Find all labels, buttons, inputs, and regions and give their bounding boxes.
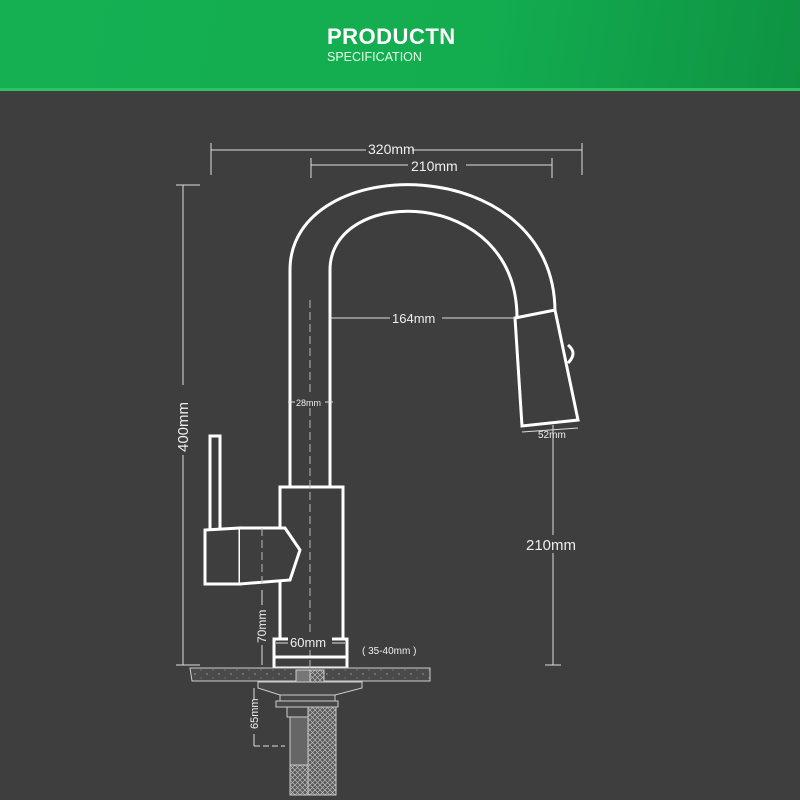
spout-inner: [328, 209, 519, 487]
spray-button: [566, 343, 575, 365]
faucet-body: [278, 485, 345, 641]
handle-body: [203, 526, 242, 586]
dim-hole-size: ( 35-40mm ): [362, 646, 416, 657]
handle-connector: [239, 526, 302, 586]
dim-total-height: 400mm: [175, 402, 192, 452]
dim-inner-reach: 164mm: [392, 311, 435, 326]
mounting-hardware: [257, 669, 363, 796]
spray-head: [513, 308, 580, 428]
page-subtitle: SPECIFICATION: [327, 50, 422, 64]
dim-base-height: 70mm: [255, 610, 269, 643]
dim-spout-height: 210mm: [526, 537, 576, 554]
dim-tube-diameter: 28mm: [296, 398, 321, 408]
dim-spout-reach: 210mm: [411, 158, 458, 174]
header-banner: PRODUCTN SPECIFICATION: [0, 0, 800, 91]
spout-outer: [288, 183, 557, 487]
page-title: PRODUCTN: [327, 24, 456, 49]
dim-shank-length: 65mm: [249, 698, 261, 729]
dim-spray-head: 52mm: [538, 430, 566, 441]
dim-total-width: 320mm: [368, 141, 415, 157]
faucet-outline: [203, 183, 580, 670]
handle-lever: [208, 434, 222, 532]
dim-base-diameter: 60mm: [290, 635, 326, 650]
